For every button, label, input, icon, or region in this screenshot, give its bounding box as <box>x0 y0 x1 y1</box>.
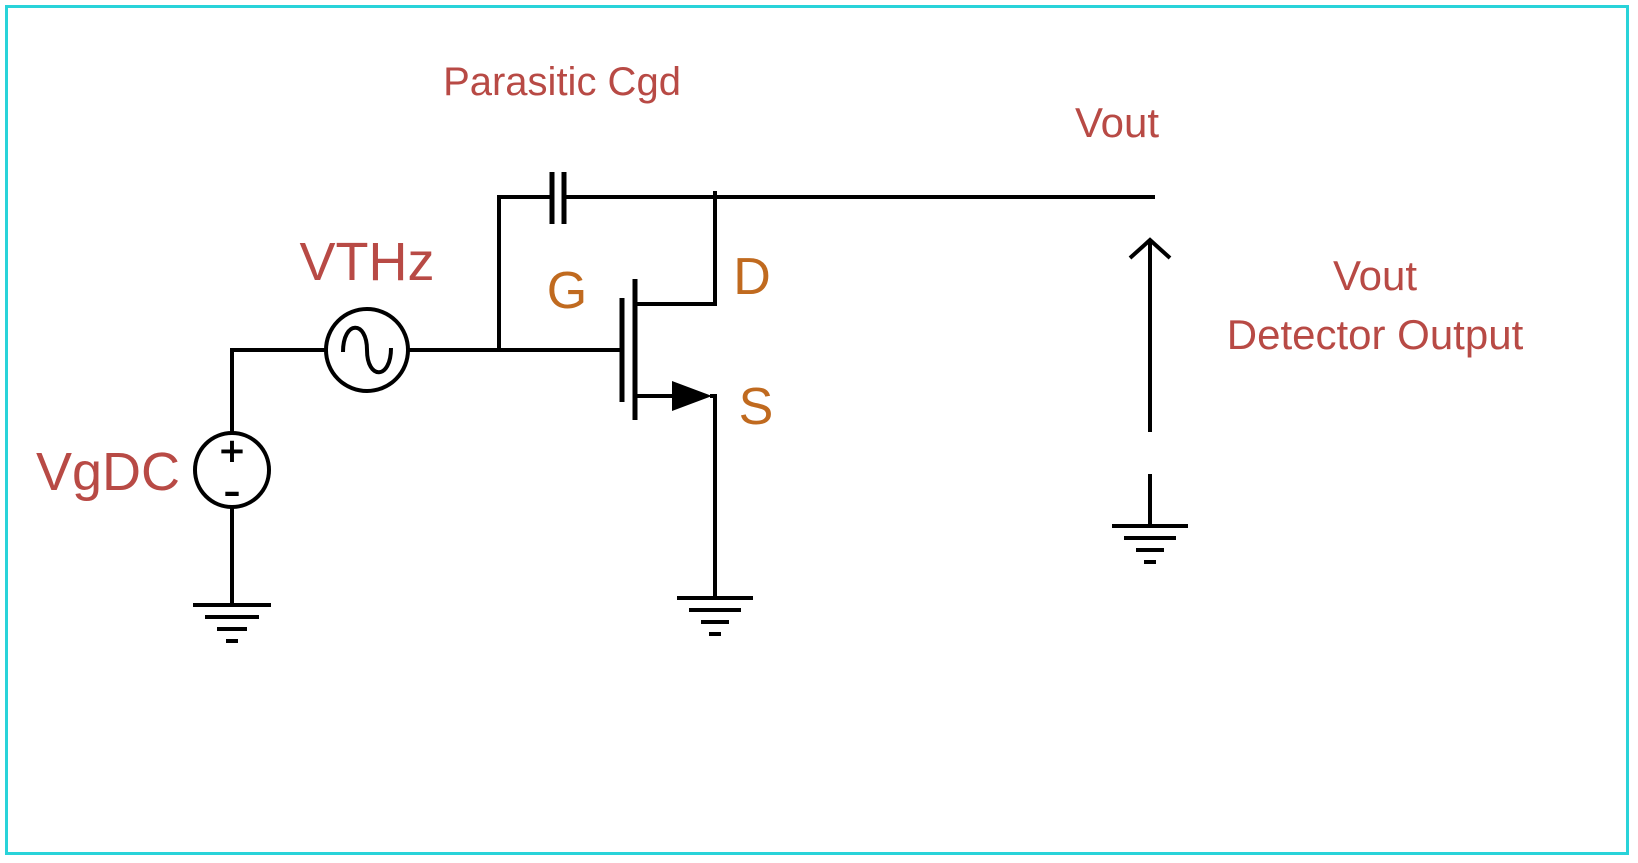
parasitic-cgd-label: Parasitic Cgd <box>443 60 681 104</box>
vgdc-minus-sign: – <box>224 472 241 512</box>
detector-output-label: Detector Output <box>1227 311 1524 358</box>
vthz-label: VTHz <box>300 232 435 292</box>
vout-arrow-icon <box>1128 237 1172 432</box>
vout-top-label: Vout <box>1075 99 1159 146</box>
vgdc-branch-wires <box>230 348 327 607</box>
vgdc-dc-source: + – <box>193 431 271 512</box>
source-arrow-icon <box>672 381 712 411</box>
source-label: S <box>739 378 774 436</box>
gate-label: G <box>547 262 587 320</box>
vgdc-label: VgDC <box>36 442 180 502</box>
ground-symbol-source <box>677 596 753 636</box>
ground-symbol-vgdc <box>193 603 271 643</box>
diagram-frame <box>5 5 1629 855</box>
vout-right-label: Vout <box>1333 252 1417 299</box>
parasitic-cgd-branch <box>497 172 1155 352</box>
vgdc-plus-sign: + <box>218 431 247 471</box>
vthz-ac-source <box>324 307 410 393</box>
ground-symbol-output <box>1112 474 1188 564</box>
sine-wave-icon <box>341 325 393 375</box>
drain-label: D <box>733 248 771 306</box>
mosfet-transistor <box>619 191 717 600</box>
